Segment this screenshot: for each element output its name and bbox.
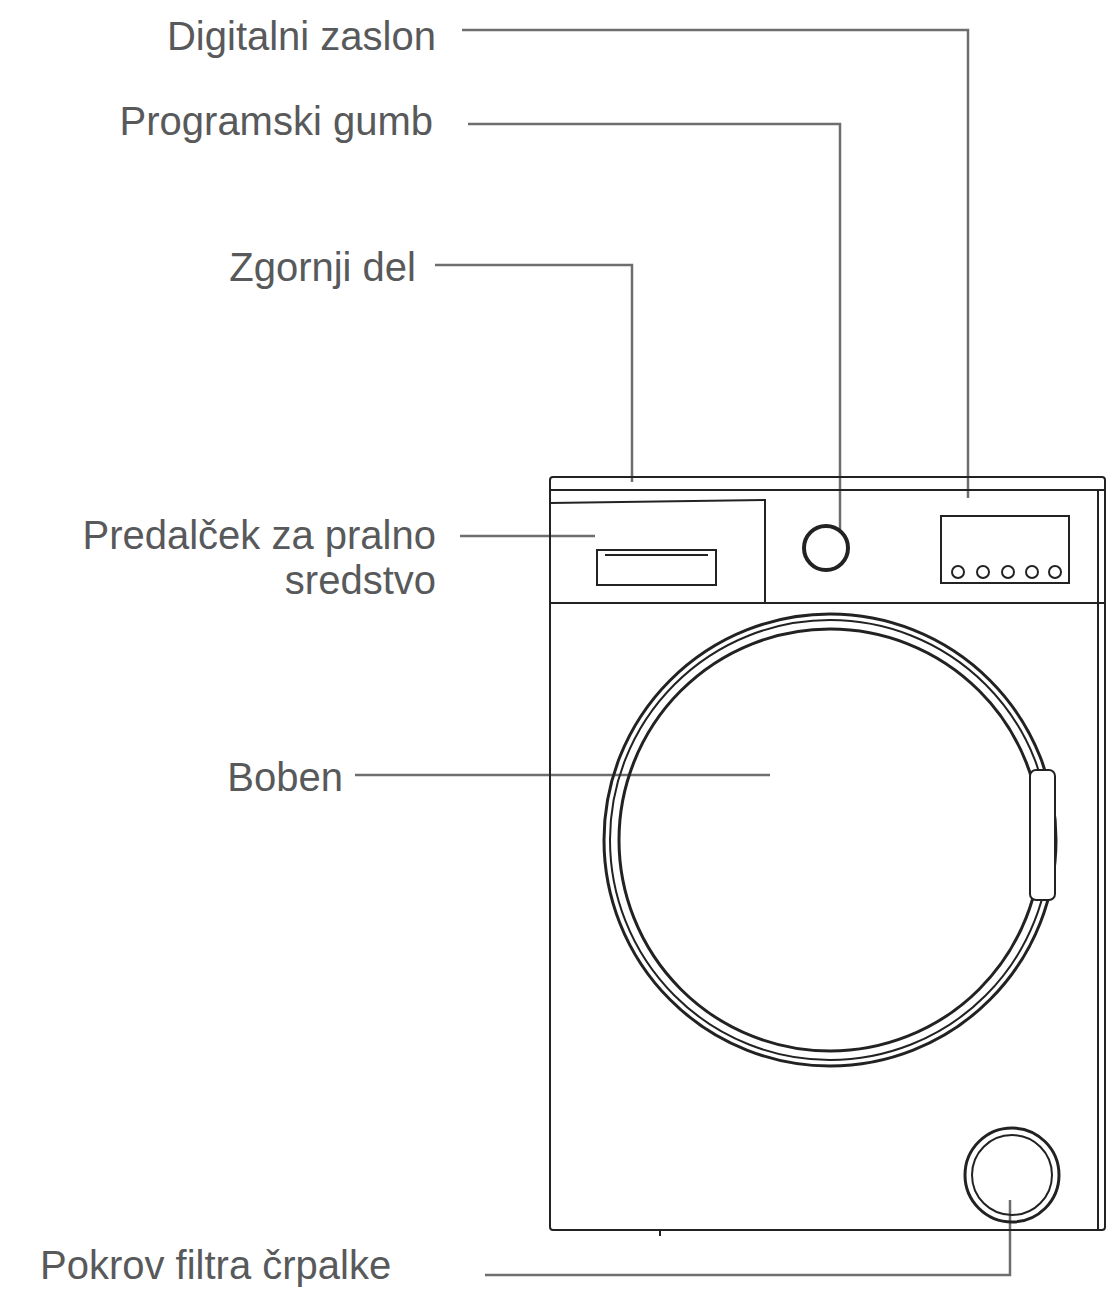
housing <box>550 477 1105 1230</box>
drawer-handle-line <box>605 554 708 556</box>
door-ring <box>610 620 1050 1060</box>
part-label: Zgornji del <box>16 245 416 290</box>
drawer-handle <box>597 550 716 585</box>
foot <box>659 1230 661 1236</box>
top-edge <box>550 489 1105 491</box>
filter-cover-inner <box>972 1135 1052 1215</box>
part-label: Predalček za pralno sredstvo <box>6 513 436 603</box>
button <box>1026 566 1038 578</box>
leader-lines <box>355 30 1010 1275</box>
button <box>952 566 964 578</box>
panel-edge <box>550 602 1105 604</box>
side-edge <box>1097 490 1099 1230</box>
leader-line <box>468 124 840 530</box>
door-outer <box>604 614 1056 1066</box>
leader-line <box>485 1200 1010 1275</box>
button <box>1002 566 1014 578</box>
door-handle <box>1030 770 1055 900</box>
button <box>977 566 989 578</box>
leader-line <box>435 265 632 482</box>
door-glass <box>619 629 1041 1051</box>
part-label: Boben <box>43 755 343 800</box>
part-label: Digitalni zaslon <box>16 14 436 59</box>
part-label: Programski gumb <box>13 99 433 144</box>
machine-body <box>550 477 1105 1236</box>
filter-cover-outer <box>965 1128 1059 1222</box>
drawer-outline <box>550 500 765 603</box>
part-label: Pokrov filtra črpalke <box>40 1243 480 1288</box>
button <box>1049 566 1061 578</box>
leader-line <box>355 774 770 777</box>
program-knob <box>804 526 848 570</box>
display <box>941 516 1069 583</box>
leader-line <box>460 535 595 538</box>
